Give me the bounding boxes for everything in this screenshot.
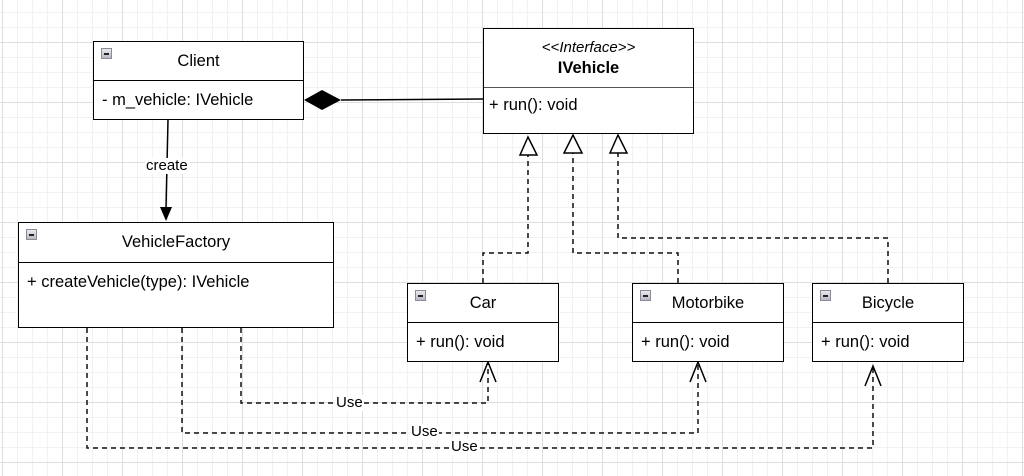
class-header: Client (94, 42, 303, 81)
operation: + run(): void (641, 333, 730, 351)
class-car[interactable]: Car + run(): void (407, 283, 559, 362)
class-attributes: - m_vehicle: IVehicle (94, 81, 303, 116)
class-bicycle[interactable]: Bicycle + run(): void (812, 283, 964, 362)
realization-motorbike-ivehicle[interactable] (562, 133, 679, 283)
collapse-toggle-icon[interactable] (415, 290, 426, 301)
class-vehiclefactory[interactable]: VehicleFactory + createVehicle(type): IV… (18, 222, 334, 328)
open-arrowhead-icon (864, 363, 882, 387)
use-label-bicycle: Use (450, 438, 479, 455)
collapse-toggle-icon[interactable] (26, 229, 37, 240)
realization-bicycle-ivehicle[interactable] (608, 133, 889, 283)
open-arrowhead-icon (689, 359, 707, 383)
arrowhead-icon (160, 207, 172, 221)
dependency-factory-car[interactable] (240, 328, 497, 404)
class-header: Car (408, 284, 558, 323)
class-header: VehicleFactory (19, 223, 333, 263)
stereotype: <<Interface>> (541, 39, 636, 56)
operation: + createVehicle(type): IVehicle (27, 273, 250, 291)
hollow-triangle-icon (518, 135, 539, 156)
class-name: VehicleFactory (121, 233, 231, 251)
hollow-triangle-icon (562, 133, 584, 154)
use-label-car: Use (335, 394, 364, 411)
class-operations: + run(): void (813, 323, 963, 358)
class-operations: + run(): void (484, 88, 693, 121)
class-name: Bicycle (861, 293, 915, 312)
composition-diamond-icon (304, 90, 341, 110)
class-operations: + run(): void (408, 323, 558, 358)
realization-car-ivehicle[interactable] (482, 135, 539, 283)
dependency-factory-bicycle[interactable] (86, 328, 882, 449)
collapse-toggle-icon[interactable] (640, 290, 651, 301)
class-name: IVehicle (557, 59, 620, 77)
interface-ivehicle[interactable]: <<Interface>> IVehicle + run(): void (483, 28, 694, 134)
class-header: Motorbike (633, 284, 783, 323)
composition-client-ivehicle[interactable] (304, 90, 484, 110)
collapse-toggle-icon[interactable] (101, 48, 112, 59)
class-name: Motorbike (671, 293, 745, 312)
class-operations: + createVehicle(type): IVehicle (19, 263, 333, 298)
class-header: Bicycle (813, 284, 963, 323)
create-label: create (145, 157, 189, 174)
open-arrowhead-icon (479, 359, 497, 383)
operation: + run(): void (489, 96, 578, 114)
dependency-factory-motorbike[interactable] (181, 328, 707, 434)
attribute: - m_vehicle: IVehicle (102, 91, 254, 109)
class-name: Car (469, 293, 497, 312)
collapse-toggle-icon[interactable] (820, 290, 831, 301)
class-client[interactable]: Client - m_vehicle: IVehicle (93, 41, 304, 120)
class-header: <<Interface>> IVehicle (484, 29, 693, 88)
hollow-triangle-icon (608, 133, 629, 154)
operation: + run(): void (821, 333, 910, 351)
class-operations: + run(): void (633, 323, 783, 358)
class-name: Client (177, 51, 220, 70)
class-motorbike[interactable]: Motorbike + run(): void (632, 283, 784, 362)
use-label-motorbike: Use (410, 423, 439, 440)
operation: + run(): void (416, 333, 505, 351)
